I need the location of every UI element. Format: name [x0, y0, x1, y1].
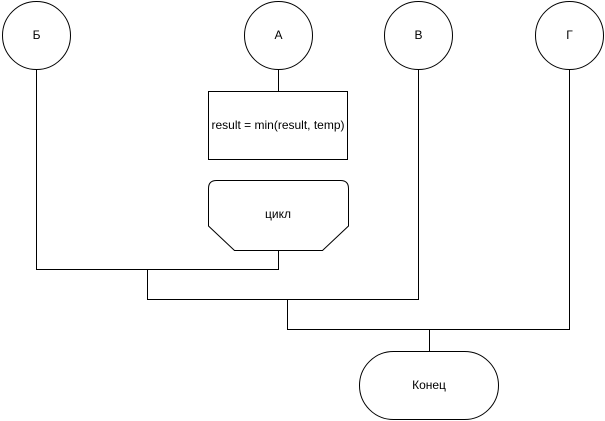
process-box: result = min(result, temp) [208, 91, 348, 160]
edge-merge-b-v [147, 69, 419, 300]
process-label: result = min(result, temp) [211, 118, 344, 132]
loop-end-shape: цикл [208, 180, 349, 251]
connector-g: Г [535, 1, 604, 70]
terminator-label: Конец [412, 378, 446, 392]
connector-b-label: Б [33, 28, 41, 42]
connector-a-label: А [274, 28, 282, 42]
edge-merge-g [287, 69, 570, 330]
connector-b: Б [2, 1, 71, 70]
edge-loop-merge [36, 69, 279, 270]
connector-v: В [384, 1, 453, 70]
connector-g-label: Г [566, 28, 573, 42]
loop-end-label: цикл [265, 207, 291, 221]
terminator: Конец [359, 351, 499, 420]
connector-v-label: В [414, 28, 422, 42]
connector-a: А [244, 1, 313, 70]
